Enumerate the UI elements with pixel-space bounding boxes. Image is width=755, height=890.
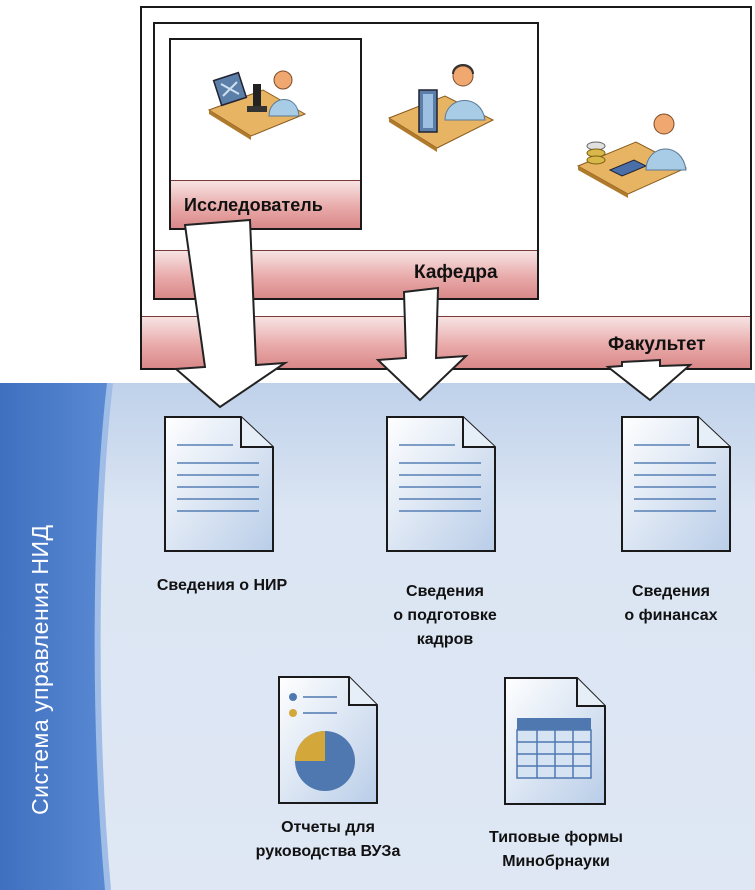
sidebar-stripe (0, 383, 110, 890)
document-finance-icon (621, 416, 731, 552)
accountant-calculator-icon (576, 113, 688, 198)
label-training: Сведения о подготовке кадров (350, 580, 540, 652)
label-forms-line1: Типовые формы (489, 829, 623, 846)
operator-headset-icon (387, 64, 495, 152)
faculty-label: Факультет (608, 334, 706, 355)
label-finance-line1: Сведения (632, 583, 710, 600)
label-training-line2: о подготовке (393, 607, 497, 624)
system-title: Система управления НИД (27, 524, 53, 815)
label-reports-line1: Отчеты для (281, 819, 375, 836)
researcher-label: Исследователь (184, 195, 323, 215)
standard-forms-table-icon (504, 677, 606, 805)
label-training-line1: Сведения (406, 583, 484, 600)
researcher-band (171, 180, 360, 228)
document-training-icon (386, 416, 496, 552)
label-reports-line2: руководства ВУЗа (255, 843, 401, 860)
label-finance-line2: о финансах (624, 607, 718, 624)
department-label: Кафедра (414, 262, 498, 283)
label-forms: Типовые формы Минобрнауки (456, 826, 656, 874)
arrow-department (375, 286, 469, 402)
label-nir: Сведения о НИР (122, 574, 322, 598)
report-pie-chart-icon (278, 676, 378, 804)
arrow-faculty (605, 358, 693, 402)
researcher-box (169, 38, 362, 230)
label-training-line3: кадров (416, 631, 474, 648)
flow-arrows (173, 218, 693, 409)
researcher-microscope-icon (207, 70, 307, 140)
document-nir-icon (164, 416, 274, 552)
label-reports: Отчеты для руководства ВУЗа (228, 816, 428, 864)
label-forms-line2: Минобрнауки (502, 853, 610, 870)
label-finance: Сведения о финансах (596, 580, 746, 628)
label-nir-text: Сведения о НИР (156, 577, 288, 594)
arrow-researcher (173, 218, 289, 409)
